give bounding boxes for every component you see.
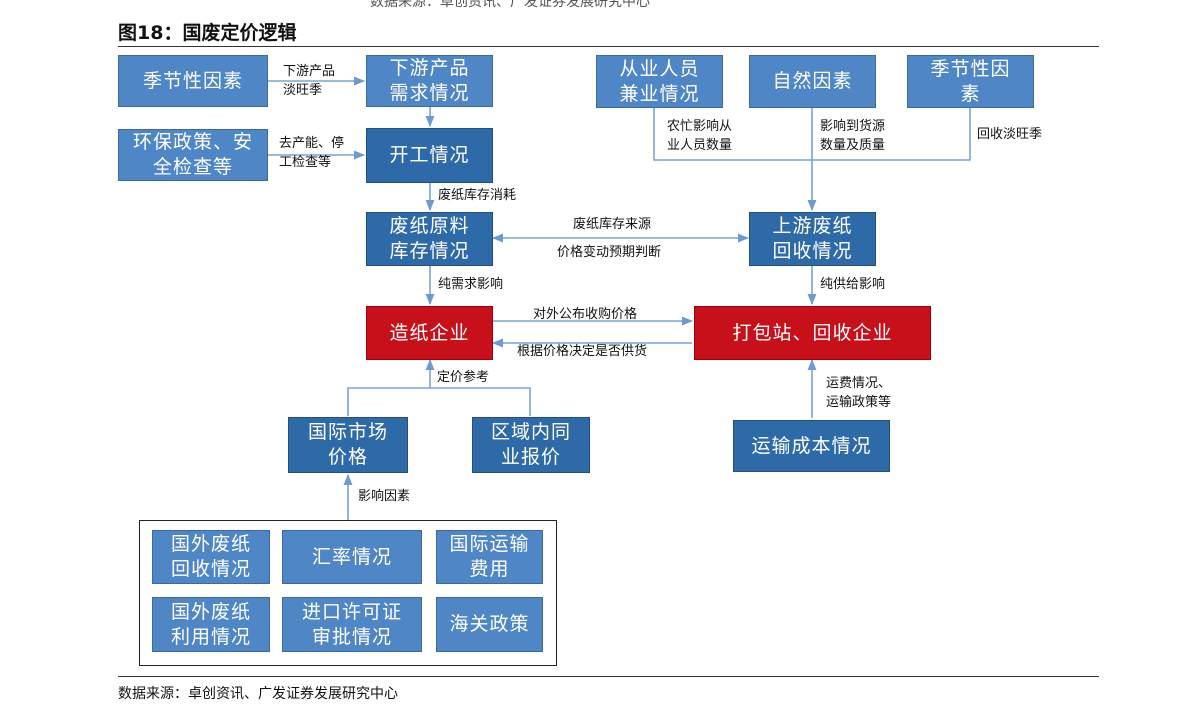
label-influence-factors: 影响因素 xyxy=(358,489,411,504)
node-operation-status: 开工情况 xyxy=(366,128,493,183)
top-source-text: 数据来源：卓创资讯、广发证券发展研究中心 xyxy=(370,0,650,10)
node-paper-company: 造纸企业 xyxy=(366,306,493,360)
source-note: 数据来源：卓创资讯、广发证券发展研究中心 xyxy=(118,686,398,702)
node-natural-factor: 自然因素 xyxy=(749,55,876,108)
label-inventory-source: 废纸库存来源 xyxy=(573,217,652,232)
node-transport-cost: 运输成本情况 xyxy=(733,420,890,472)
node-env-policy: 环保政策、安 全检查等 xyxy=(118,129,268,181)
label-downstream-offpeak: 下游产品 淡旺季 xyxy=(283,64,336,98)
node-exchange-rate: 汇率情况 xyxy=(282,530,422,584)
node-import-license: 进口许可证 审批情况 xyxy=(282,597,422,652)
label-freight: 运费情况、 运输政策等 xyxy=(826,376,892,410)
node-downstream-demand: 下游产品 需求情况 xyxy=(366,55,493,107)
node-seasonal-factor: 季节性因素 xyxy=(118,55,268,107)
label-recycle-offpeak: 回收淡旺季 xyxy=(977,127,1043,142)
label-busy-farming: 农忙影响从 业人员数量 xyxy=(667,119,733,153)
node-seasonal-factor-2: 季节性因 素 xyxy=(907,55,1034,108)
node-intl-market-price: 国际市场 价格 xyxy=(288,417,408,473)
node-part-time-workers: 从业人员 兼业情况 xyxy=(596,55,723,108)
source-rule xyxy=(118,676,1099,677)
node-packing-station: 打包站、回收企业 xyxy=(694,306,931,360)
node-foreign-recycling: 国外废纸 回收情况 xyxy=(152,530,270,584)
label-natural-effect: 影响到货源 数量及质量 xyxy=(820,119,886,153)
title-rule xyxy=(118,46,1099,47)
node-foreign-usage: 国外废纸 利用情况 xyxy=(152,597,270,652)
edge-references-paper xyxy=(347,387,531,416)
node-intl-shipping: 国际运输 费用 xyxy=(436,530,543,584)
label-capacity-cut: 去产能、停 工检查等 xyxy=(279,136,345,170)
node-upstream-recycling: 上游废纸 回收情况 xyxy=(749,212,876,266)
figure-title: 图18：国废定价逻辑 xyxy=(118,22,297,44)
label-price-expectation: 价格变动预期判断 xyxy=(557,245,662,260)
factor-group-frame xyxy=(139,520,557,666)
label-pure-demand: 纯需求影响 xyxy=(438,277,504,292)
label-supply-decision: 根据价格决定是否供货 xyxy=(517,344,648,359)
node-customs-policy: 海关政策 xyxy=(436,597,543,652)
label-price-reference: 定价参考 xyxy=(437,370,490,385)
node-waste-inventory: 废纸原料 库存情况 xyxy=(366,212,493,266)
label-public-price: 对外公布收购价格 xyxy=(533,307,638,322)
label-inventory-consumption: 废纸库存消耗 xyxy=(438,188,517,203)
node-regional-quote: 区域内同 业报价 xyxy=(472,417,590,473)
label-pure-supply: 纯供给影响 xyxy=(820,277,886,292)
